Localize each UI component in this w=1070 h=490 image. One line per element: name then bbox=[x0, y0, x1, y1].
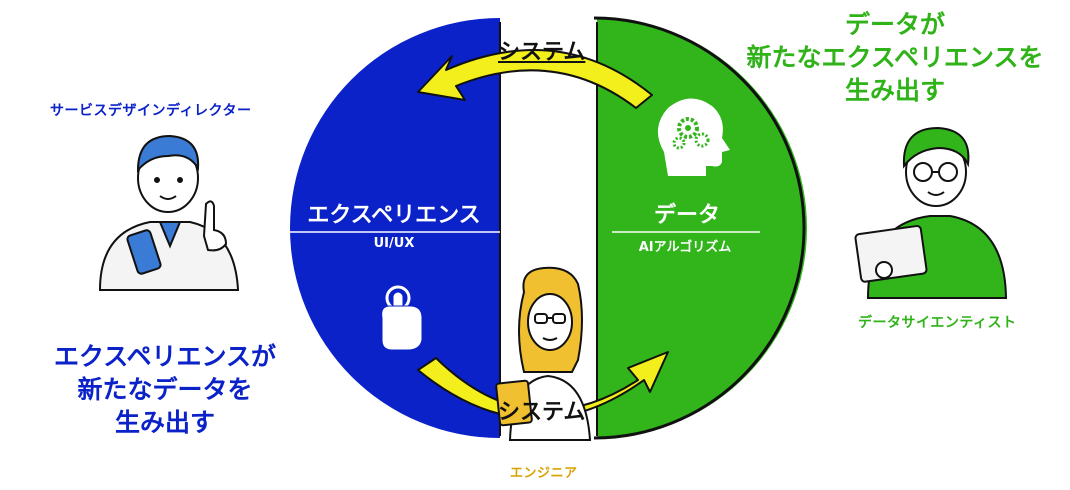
experience-creates-caption: エクスペリエンスが 新たなデータを 生み出す bbox=[30, 340, 300, 439]
data-scientist-illustration bbox=[855, 128, 1006, 298]
data-creates-line-2: 新たなエクスペリエンスを bbox=[700, 41, 1070, 74]
data-creates-line-3: 生み出す bbox=[700, 74, 1070, 107]
data-creates-caption: データが 新たなエクスペリエンスを 生み出す bbox=[700, 8, 1070, 107]
engineer-label: エンジニア bbox=[510, 462, 578, 481]
service-design-director-illustration bbox=[100, 136, 238, 290]
data-subtitle: AIアルゴリズム bbox=[610, 236, 760, 255]
experience-title: エクスペリエンス bbox=[286, 203, 502, 229]
experience-creates-line-2: 新たなデータを bbox=[30, 373, 300, 406]
experience-creates-line-3: 生み出す bbox=[30, 406, 300, 439]
experience-creates-line-1: エクスペリエンスが bbox=[30, 340, 300, 373]
service-design-director-label: サービスデザインディレクター bbox=[50, 100, 251, 120]
top-arrow-label: システム bbox=[498, 34, 585, 66]
experience-subtitle: UI/UX bbox=[286, 236, 502, 251]
data-scientist-label: データサイエンティスト bbox=[858, 312, 1017, 332]
bottom-arrow-label: システム bbox=[498, 394, 585, 426]
data-creates-line-1: データが bbox=[700, 8, 1070, 41]
data-title: データ bbox=[612, 203, 762, 229]
